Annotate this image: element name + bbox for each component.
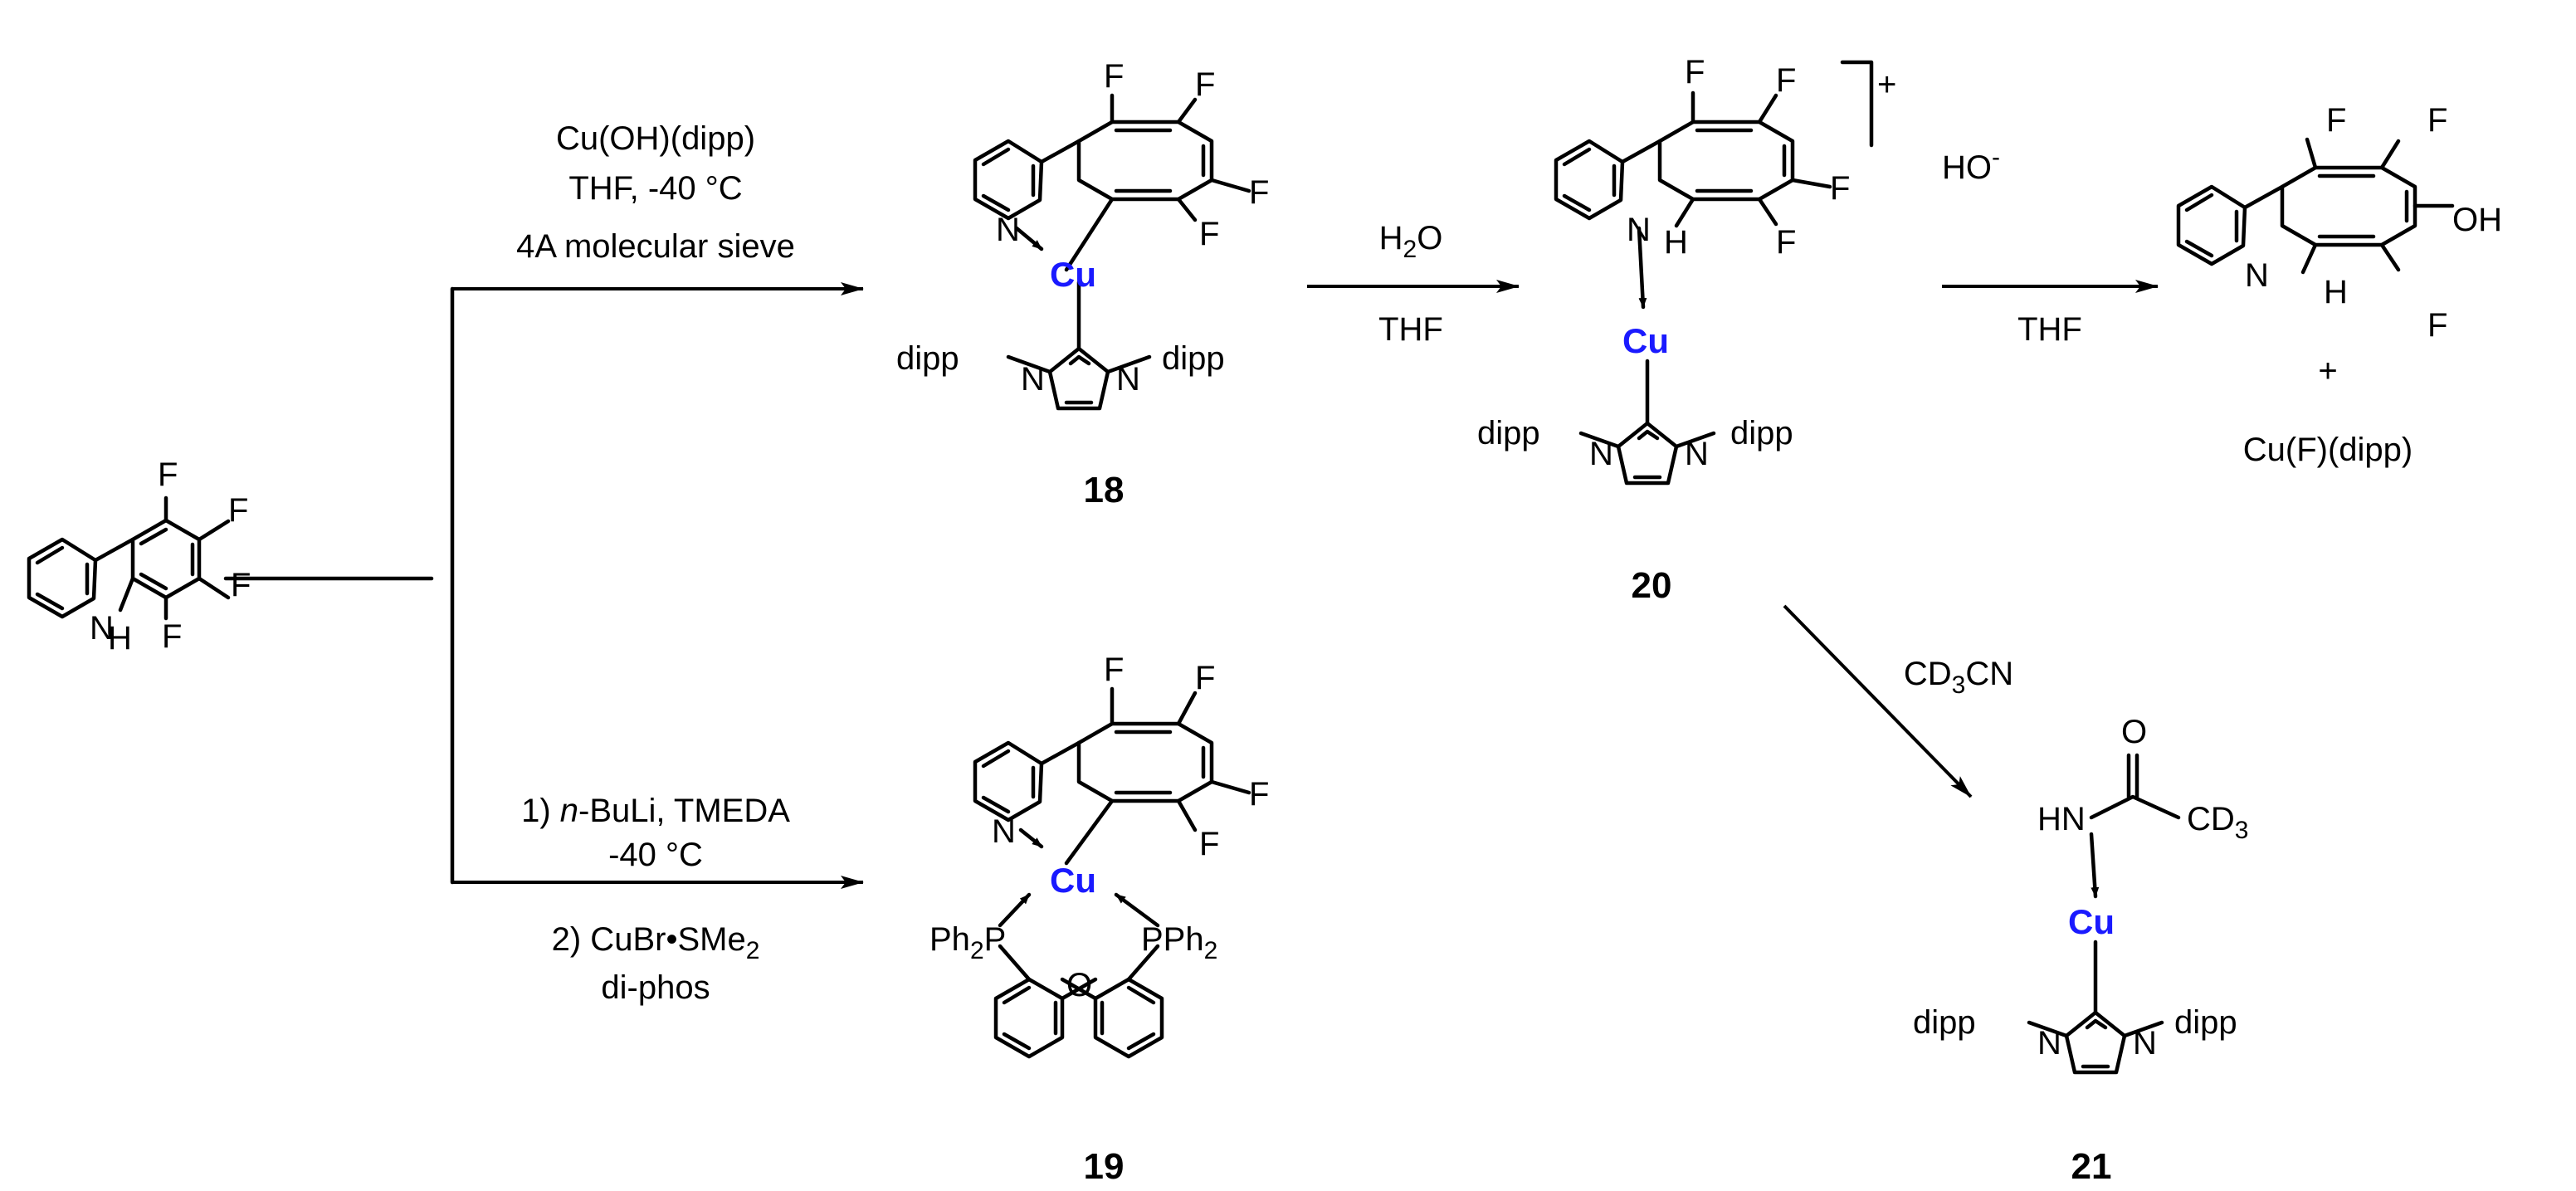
- dipp-label: dipp: [2174, 1004, 2237, 1041]
- compound-number-20: 20: [1632, 565, 1672, 606]
- copper-atom: Cu: [1622, 321, 1669, 360]
- step4-arrow: [1783, 604, 1973, 798]
- f-atom: F: [2326, 102, 2346, 139]
- f-atom: F: [228, 492, 248, 529]
- dipp-label: dipp: [1162, 340, 1225, 377]
- f-atom: F: [231, 567, 251, 603]
- n-atom: N: [2037, 1025, 2061, 1062]
- phosphine-right: PPh2: [1141, 921, 1217, 964]
- o-atom: O: [1066, 967, 1092, 1003]
- f-atom: F: [2427, 307, 2447, 344]
- f-atom: F: [2427, 102, 2447, 139]
- reagent-bottom-2: -40 °C: [608, 837, 703, 873]
- compound-21: O HN CD3 Cu dipp N N dipp 21: [1913, 714, 2248, 1187]
- reagent-bottom-3: 2) CuBr•SMe2: [552, 921, 760, 964]
- hydroxy-product: F F OH F H N + Cu(F)(dipp): [2176, 102, 2502, 468]
- charge-plus: +: [1877, 66, 1896, 103]
- step2-solvent: THF: [1378, 311, 1443, 348]
- compound-number-21: 21: [2071, 1146, 2112, 1187]
- hydroxide: HO-: [1942, 144, 2000, 186]
- compound-number-19: 19: [1084, 1146, 1125, 1187]
- n-atom: N: [1116, 361, 1140, 398]
- f-atom: F: [1249, 174, 1269, 211]
- f-atom: F: [158, 456, 178, 493]
- n-atom: N: [2133, 1025, 2157, 1062]
- h-atom: H: [2324, 274, 2348, 310]
- n-atom: N: [1685, 436, 1709, 472]
- compound-19: F F F F N Cu Ph2P PPh2 O 19: [929, 652, 1269, 1187]
- step3-solvent: THF: [2017, 311, 2082, 348]
- compound-20: F F F F H N + HO- Cu dipp N N dipp 20: [1477, 54, 2000, 606]
- dipp-label: dipp: [1730, 415, 1793, 452]
- f-atom: F: [1249, 776, 1269, 813]
- f-atom: F: [1199, 216, 1219, 252]
- reagent-top-3: 4A molecular sieve: [516, 228, 795, 265]
- plus-sign: +: [2318, 353, 2337, 389]
- n-atom: N: [1627, 212, 1651, 248]
- f-atom: F: [1195, 66, 1215, 103]
- f-atom: F: [1776, 62, 1796, 99]
- f-atom: F: [1195, 660, 1215, 696]
- reagent-top-1: Cu(OH)(dipp): [556, 120, 755, 157]
- f-atom: F: [1104, 58, 1124, 95]
- f-atom: F: [1776, 224, 1796, 261]
- dipp-label: dipp: [1477, 415, 1540, 452]
- reagent-bottom-1: 1) n-BuLi, TMEDA: [521, 793, 790, 829]
- f-atom: F: [1830, 170, 1850, 207]
- o-atom: O: [2121, 714, 2147, 750]
- dipp-label: dipp: [1913, 1004, 1976, 1041]
- n-atom: N: [90, 610, 114, 647]
- step4-reagent: CD3CN: [1904, 656, 2013, 699]
- dipp-label: dipp: [896, 340, 959, 377]
- step2-reagent: H2O: [1379, 220, 1443, 263]
- f-atom: F: [1104, 652, 1124, 688]
- reagent-bottom-4: di-phos: [601, 969, 710, 1006]
- copper-atom: Cu: [1050, 255, 1096, 294]
- n-atom: N: [2245, 257, 2269, 294]
- n-atom: N: [1021, 361, 1045, 398]
- oh-group: OH: [2452, 202, 2502, 238]
- nh-group: HN: [2037, 801, 2086, 837]
- compound-18: F F F F N Cu dipp N N dipp 18: [896, 58, 1269, 510]
- h-atom: H: [108, 620, 132, 657]
- copper-atom: Cu: [1050, 861, 1096, 900]
- h-atom: H: [1664, 224, 1688, 261]
- f-atom: F: [1199, 826, 1219, 862]
- starting-material: F F F F N H: [27, 456, 434, 657]
- compound-number-18: 18: [1084, 470, 1125, 510]
- copper-fluoride: Cu(F)(dipp): [2243, 432, 2413, 468]
- copper-atom: Cu: [2068, 902, 2115, 941]
- f-atom: F: [162, 618, 182, 655]
- n-atom: N: [992, 813, 1016, 850]
- phosphine-left: Ph2P: [929, 921, 1006, 964]
- cd3-group: CD3: [2187, 801, 2248, 844]
- n-atom: N: [1589, 436, 1613, 472]
- n-atom: N: [996, 212, 1020, 248]
- f-atom: F: [1685, 54, 1705, 90]
- reagent-top-2: THF, -40 °C: [568, 170, 742, 207]
